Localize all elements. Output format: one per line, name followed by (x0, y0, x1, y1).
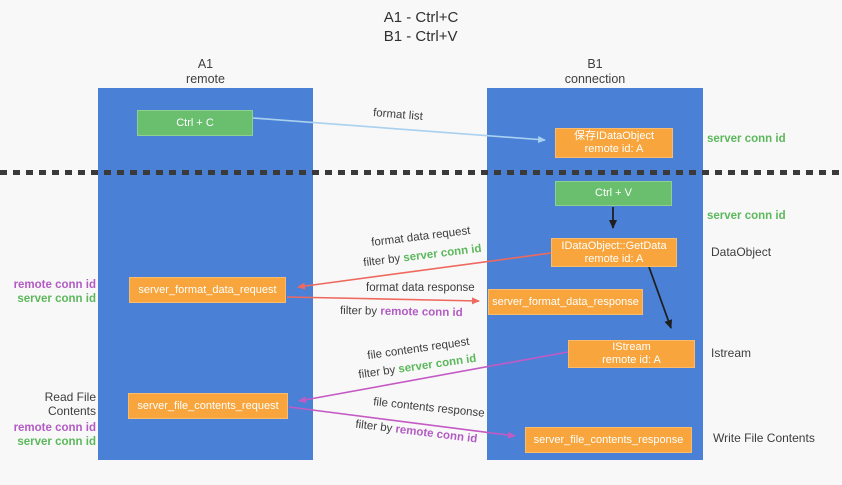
diagram-title-lines: A1 - Ctrl+C B1 - Ctrl+V (384, 8, 459, 46)
filter-prefix: filter by (339, 304, 378, 318)
annotation-format-conn-ids: remote conn id server conn id (0, 278, 96, 306)
column-b1-name: B1 (587, 57, 603, 71)
label-file-contents-response: file contents response (372, 396, 486, 420)
arrow-format-data-response (286, 296, 480, 305)
annotation-write-file-contents: Write File Contents (713, 431, 815, 445)
annotation-istream: Istream (711, 346, 752, 360)
annotation-remote-conn-id: remote conn id (13, 279, 96, 291)
label-filter-file-response: filter by remote conn id (355, 419, 478, 446)
annotation-dataobject: DataObject (711, 245, 772, 259)
column-a1-name: A1 (197, 57, 214, 71)
node-ctrl-c: Ctrl + C (137, 110, 253, 136)
label-filter-format-response: filter by remote conn id (340, 305, 463, 319)
node-save-idataobject-line2: remote id: A (584, 143, 644, 155)
column-a1-subtitle: remote (186, 72, 225, 86)
label-format-data-response: format data response (366, 282, 475, 294)
node-idataobject-getdata: IDataObject::GetData remote id: A (551, 238, 677, 267)
annotation-read-file-contents-block: Read File Contents remote conn id server… (0, 390, 96, 449)
annotation-read-file-contents: Read File Contents (44, 390, 96, 418)
node-istream: IStream remote id: A (568, 340, 695, 368)
node-server-file-contents-request: server_file_contents_request (128, 393, 288, 419)
node-ctrl-c-label: Ctrl + C (176, 116, 214, 129)
annotation-server-conn-id: server conn id (17, 436, 96, 448)
filter-prefix: filter by (354, 418, 393, 435)
annotation-server-conn-id-top: server conn id (707, 133, 786, 145)
node-ctrl-v-label: Ctrl + V (595, 187, 632, 199)
node-idataobject-getdata-line1: IDataObject::GetData (561, 239, 667, 252)
filter-server-conn-id: server conn id (402, 242, 483, 265)
node-server-format-data-request-label: server_format_data_request (138, 283, 277, 296)
filter-remote-conn-id: remote conn id (394, 423, 478, 446)
node-server-file-contents-response: server_file_contents_response (525, 427, 692, 453)
annotation-remote-conn-id: remote conn id (13, 422, 96, 434)
node-idataobject-getdata-line2: remote id: A (584, 252, 644, 265)
node-save-idataobject-line1: 保存IDataObject (573, 130, 655, 142)
column-b1-subtitle: connection (564, 72, 626, 86)
filter-prefix: filter by (357, 364, 397, 382)
phase-divider-dotted-line (0, 170, 842, 175)
node-server-format-data-request: server_format_data_request (129, 277, 286, 303)
node-istream-line2: remote id: A (602, 354, 661, 366)
filter-remote-conn-id: remote conn id (380, 305, 463, 320)
title-line-ctrl-v: B1 - Ctrl+V (383, 28, 458, 45)
title-line-ctrl-c: A1 - Ctrl+C (383, 9, 459, 26)
node-server-file-contents-request-label: server_file_contents_request (137, 399, 279, 412)
column-header-a1: A1 remote (98, 57, 313, 87)
node-server-file-contents-response-label: server_file_contents_response (533, 433, 684, 446)
node-server-format-data-response-label: server_format_data_response (492, 295, 639, 308)
annotation-server-conn-id: server conn id (17, 293, 96, 305)
diagram-title: A1 - Ctrl+C B1 - Ctrl+V (0, 8, 842, 46)
node-save-idataobject: 保存IDataObject remote id: A (555, 128, 673, 158)
filter-prefix: filter by (362, 252, 401, 270)
node-server-format-data-response: server_format_data_response (488, 289, 643, 315)
node-ctrl-v: Ctrl + V (555, 181, 672, 206)
column-header-b1: B1 connection (487, 57, 703, 87)
label-format-list: format list (372, 107, 424, 123)
node-istream-line1: IStream (612, 341, 651, 353)
annotation-server-conn-id-mid: server conn id (707, 210, 786, 222)
